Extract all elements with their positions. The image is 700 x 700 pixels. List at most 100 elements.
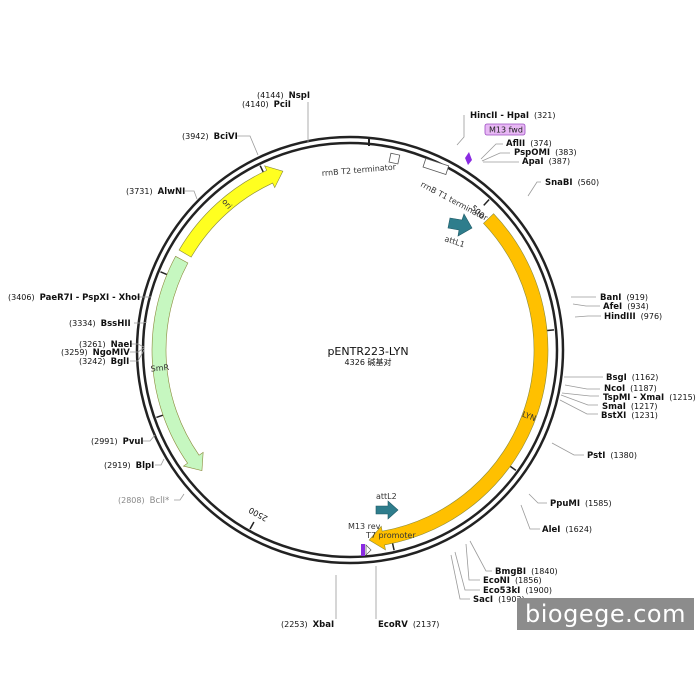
site-bcli[interactable]: (2808)BclI* xyxy=(118,496,169,506)
rrnb-t1-terminator-box[interactable] xyxy=(422,157,450,175)
site-psti[interactable]: PstI(1380) xyxy=(587,451,637,461)
site-econi[interactable]: EcoNI(1856) xyxy=(483,576,542,586)
site-name: AfeI xyxy=(603,302,622,312)
site-pos: (1217) xyxy=(631,402,658,411)
tick-mark xyxy=(249,521,255,530)
site-snabi[interactable]: SnaBI(560) xyxy=(545,178,599,188)
site-pos: (1585) xyxy=(585,499,612,508)
site-hpai[interactable]: HincII - HpaI (321) xyxy=(470,111,556,121)
site-name: XbaI xyxy=(313,620,335,630)
site-naei[interactable]: (3261)NaeI xyxy=(79,340,132,350)
site-name: BlpI xyxy=(136,461,155,471)
site-smai[interactable]: SmaI(1217) xyxy=(602,402,658,412)
site-afei[interactable]: AfeI(934) xyxy=(603,302,649,312)
site-name: BglI xyxy=(111,357,130,367)
site-pos: (4144) xyxy=(257,91,284,100)
site-pspomi[interactable]: PspOMI(383) xyxy=(514,148,577,158)
site-bgli[interactable]: (3242)BglI xyxy=(79,357,129,367)
site-name: BmgBI xyxy=(495,567,526,577)
backbone-outer-ring xyxy=(135,135,565,565)
tick-label: 2500 xyxy=(247,505,269,523)
site-eco53ki[interactable]: Eco53kI (1900) xyxy=(483,586,552,596)
site-name: PaeR7I - PspXI - XhoI xyxy=(40,293,141,303)
site-xmai[interactable]: TspMI - XmaI(1215) xyxy=(603,393,696,403)
site-xhoi[interactable]: (3406)PaeR7I - PspXI - XhoI xyxy=(8,293,140,303)
tick-mark xyxy=(391,542,395,551)
site-name: AleI xyxy=(542,525,560,535)
site-bstxi[interactable]: BstXI(1231) xyxy=(601,411,658,421)
site-bcivi[interactable]: (3942) BciVI xyxy=(182,132,238,142)
restriction-sites: (4144) NspI (4140) PciI (3942) BciVI (3731)… xyxy=(8,91,696,630)
site-pos: (3261) xyxy=(79,340,106,349)
site-name: BclI* xyxy=(150,496,170,506)
site-bsshii[interactable]: (3334) BssHII xyxy=(69,319,131,329)
site-aflii[interactable]: AflII(374) xyxy=(506,139,552,149)
rrnb-t1-terminator-label: rrnB T1 terminator xyxy=(419,180,490,223)
site-name: PciI xyxy=(274,100,291,110)
site-pos: (321) xyxy=(534,111,556,120)
site-pos: (1900) xyxy=(525,586,552,595)
attl2-label: attL2 xyxy=(376,492,397,501)
site-name: EcoNI xyxy=(483,576,510,586)
feature-lyn-arrow[interactable] xyxy=(368,213,549,551)
site-name: HincII - HpaI xyxy=(470,111,529,121)
rrnb-t2-terminator-box[interactable] xyxy=(388,152,401,165)
site-pos: (919) xyxy=(626,293,648,302)
site-pos: (1162) xyxy=(632,373,659,382)
site-name: SacI xyxy=(473,595,493,605)
site-alwni[interactable]: (3731)AlwNI xyxy=(126,187,185,197)
site-name: Eco53kI xyxy=(483,586,520,596)
site-pos: (1902) xyxy=(498,595,525,604)
site-name: EcoRV xyxy=(378,620,408,630)
site-name: NspI xyxy=(289,91,310,101)
attl1-label: attL1 xyxy=(443,234,466,249)
site-pos: (976) xyxy=(641,312,663,321)
m13-rev-label: M13 rev xyxy=(348,522,381,531)
site-name: PvuI xyxy=(123,437,144,447)
t7-promoter-label: T7 promoter xyxy=(365,531,416,540)
site-name: NgoMIV xyxy=(93,348,131,358)
site-ppumi[interactable]: PpuMI(1585) xyxy=(550,499,612,509)
watermark: biogege.com xyxy=(517,598,694,630)
feature-smr-arrow[interactable] xyxy=(151,255,204,472)
site-bmgbi[interactable]: BmgBI (1840) xyxy=(495,567,558,577)
site-pos: (3942) xyxy=(182,132,209,141)
site-blpi[interactable]: (2919)BlpI xyxy=(104,461,154,471)
site-name: BstXI xyxy=(601,411,626,421)
site-pos: (3731) xyxy=(126,187,153,196)
site-apai[interactable]: ApaI(387) xyxy=(522,157,570,167)
site-pvui[interactable]: (2991) PvuI xyxy=(91,437,144,447)
site-pos: (3334) xyxy=(69,319,96,328)
site-alei[interactable]: AleI(1624) xyxy=(542,525,592,535)
tick-mark xyxy=(483,198,490,206)
m13-fwd-badge[interactable] xyxy=(484,123,526,136)
site-hindiii[interactable]: HindIII (976) xyxy=(604,312,662,322)
feature-ori-arrow[interactable] xyxy=(178,165,284,258)
site-ecorv[interactable]: EcoRV(2137) xyxy=(378,620,439,630)
site-nspi[interactable]: (4144) NspI xyxy=(257,91,310,101)
site-saci[interactable]: SacI (1902) xyxy=(473,595,525,605)
site-pos: (2991) xyxy=(91,437,118,446)
plasmid-name: pENTR223-LYN xyxy=(327,345,408,358)
site-pcii[interactable]: (4140) PciI xyxy=(242,100,291,110)
site-pos: (1215) xyxy=(669,393,696,402)
site-ngomiv[interactable]: (3259)NgoMIV xyxy=(61,348,130,358)
site-name: HindIII xyxy=(604,312,636,322)
site-pos: (387) xyxy=(549,157,571,166)
site-pos: (4140) xyxy=(242,100,269,109)
site-bani[interactable]: BanI (919) xyxy=(600,293,648,303)
attl1-arrow[interactable] xyxy=(447,213,473,237)
site-leader-lines xyxy=(130,102,603,619)
site-bsgi[interactable]: BsgI (1162) xyxy=(606,373,658,383)
site-name: BsgI xyxy=(606,373,627,383)
site-name: BanI xyxy=(600,293,621,303)
attl2-arrow[interactable] xyxy=(375,500,399,520)
site-xbai[interactable]: (2253) XbaI xyxy=(281,620,334,630)
site-pos: (1840) xyxy=(531,567,558,576)
site-name: BssHII xyxy=(101,319,131,329)
site-pos: (2253) xyxy=(281,620,308,629)
site-name: BciVI xyxy=(214,132,238,142)
feature-smr-label: SmR xyxy=(150,363,170,374)
site-ncoi[interactable]: NcoI(1187) xyxy=(604,384,657,394)
